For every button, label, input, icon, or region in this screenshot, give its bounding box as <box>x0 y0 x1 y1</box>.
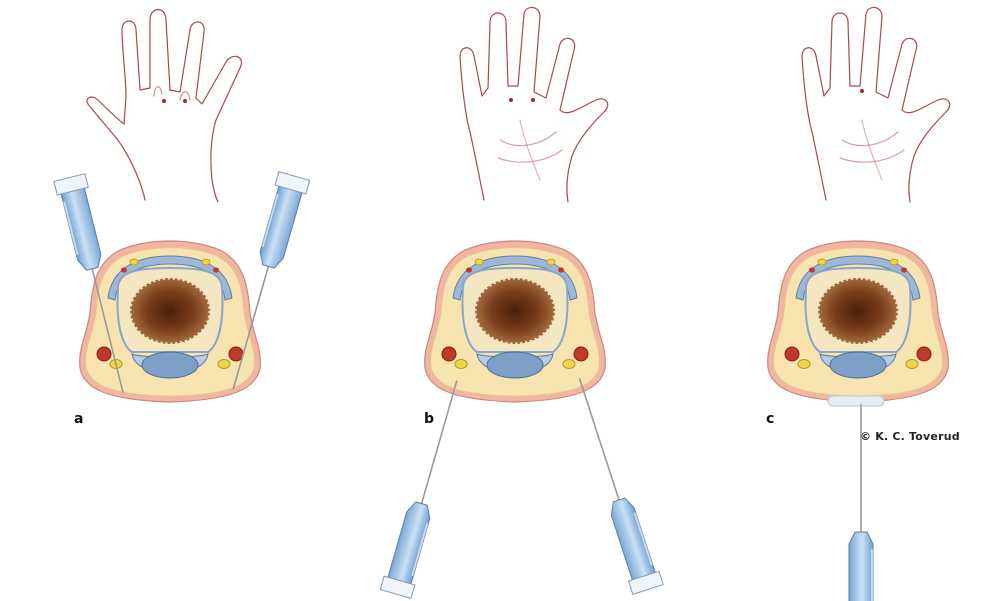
injection-point-a-left <box>162 99 166 103</box>
hand-dorsal-a <box>86 8 242 203</box>
injection-point-b-left <box>509 98 513 102</box>
panel-a: a <box>52 8 311 427</box>
injection-point-b-right <box>531 98 535 102</box>
cross-section-c <box>766 239 950 404</box>
panel-label-c: c <box>766 411 774 427</box>
cross-section-a <box>78 239 262 404</box>
panel-b: b <box>379 6 665 600</box>
injection-point-a-right <box>183 99 187 103</box>
panel-label-a: a <box>74 411 83 427</box>
copyright-notice: © K. C. Toverud <box>860 430 960 443</box>
panel-label-b: b <box>424 411 434 427</box>
panel-c: c <box>766 6 951 601</box>
needle-b-right <box>563 372 665 596</box>
injection-point-c <box>860 89 864 93</box>
cross-section-b <box>423 239 607 404</box>
hand-palmar-c <box>801 6 951 203</box>
local-anesthetic-depot <box>827 395 885 407</box>
needle-b-left <box>379 375 474 600</box>
hand-palmar-b <box>459 6 609 203</box>
